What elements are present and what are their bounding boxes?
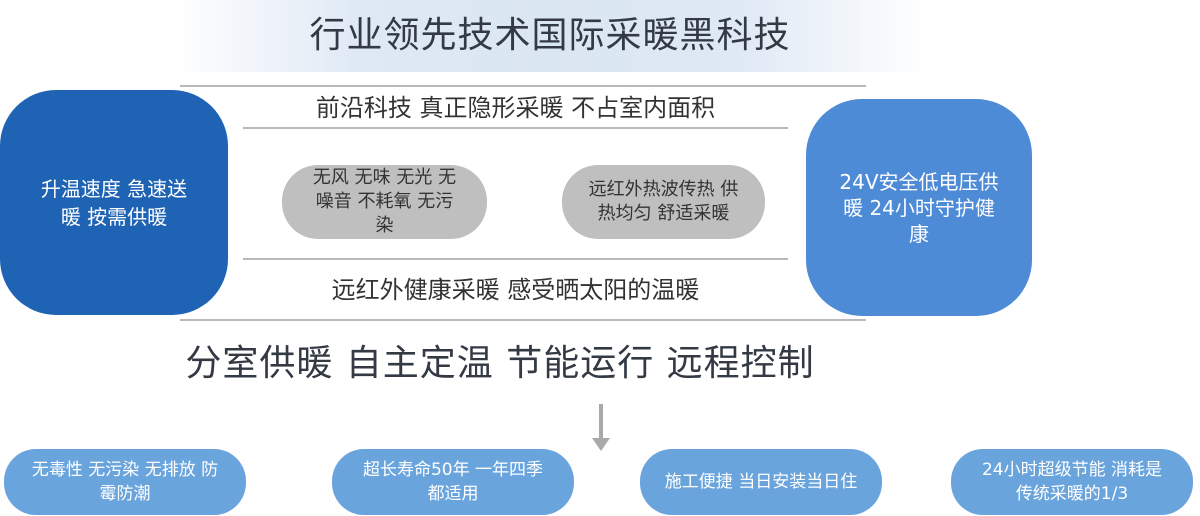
slogan: 分室供暖 自主定温 节能运行 远程控制 <box>185 343 815 384</box>
tech-row-top: 前沿科技 真正隐形采暖 不占室内面积 <box>315 94 716 122</box>
arrow-down-icon <box>599 404 603 444</box>
feature-pill-energy-saving: 24小时超级节能 消耗是传统采暖的1/3 <box>951 449 1193 515</box>
divider-line <box>180 85 866 87</box>
tech-row-bottom: 远红外健康采暖 感受晒太阳的温暖 <box>331 276 700 304</box>
left-feature-text: 升温速度 急速送暖 按需供暖 <box>40 176 188 229</box>
feature-pill-non-toxic: 无毒性 无污染 无排放 防霉防潮 <box>4 449 246 515</box>
feature-pill-text: 超长寿命50年 一年四季都适用 <box>362 460 544 504</box>
feature-pill-text: 施工便捷 当日安装当日住 <box>664 472 858 492</box>
divider-line <box>180 319 866 321</box>
feature-pill-long-life: 超长寿命50年 一年四季都适用 <box>332 449 574 515</box>
gray-pill-far-infrared: 远红外热波传热 供热均匀 舒适采暖 <box>562 165 765 239</box>
divider-line <box>243 258 788 260</box>
feature-pill-text: 24小时超级节能 消耗是传统采暖的1/3 <box>981 460 1163 504</box>
arrow-down-icon-head <box>592 438 610 451</box>
divider-line <box>243 127 788 129</box>
right-feature-circle: 24V安全低电压供暖 24小时守护健康 <box>806 99 1032 316</box>
feature-pill-text: 无毒性 无污染 无排放 防霉防潮 <box>31 460 219 504</box>
feature-pill-easy-install: 施工便捷 当日安装当日住 <box>640 449 882 515</box>
gray-pill-text: 远红外热波传热 供热均匀 舒适采暖 <box>588 179 739 224</box>
gray-pill-no-emission: 无风 无味 无光 无噪音 不耗氧 无污染 <box>282 165 487 239</box>
right-feature-text: 24V安全低电压供暖 24小时守护健康 <box>839 169 999 246</box>
gray-pill-text: 无风 无味 无光 无噪音 不耗氧 无污染 <box>312 167 457 236</box>
left-feature-circle: 升温速度 急速送暖 按需供暖 <box>0 90 228 315</box>
title-band <box>170 0 930 72</box>
page-title: 行业领先技术国际采暖黑科技 <box>309 15 791 56</box>
